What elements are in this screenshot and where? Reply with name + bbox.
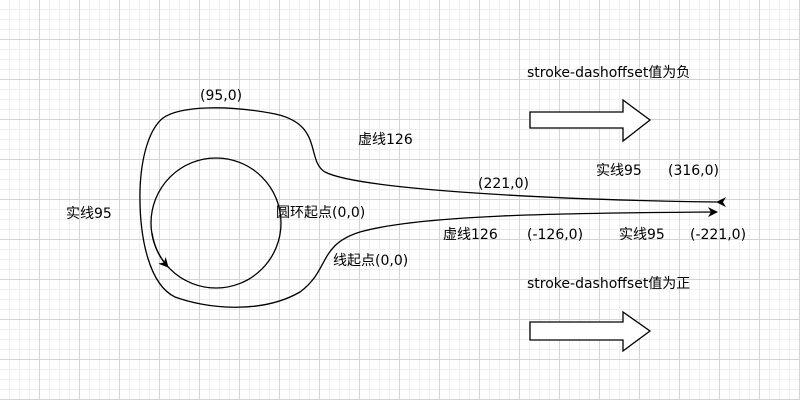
outer-loop-lower-path [139, 189, 718, 308]
positive-offset-caption: stroke-dashoffset值为正 [527, 276, 691, 292]
lower-dashed-label: 虚线126 [443, 227, 498, 243]
positive-direction-hollow-arrow [529, 310, 652, 353]
upper-right-solid-label: 实线95 [596, 163, 642, 179]
left-solid-label: 实线95 [66, 206, 112, 222]
negative-direction-hollow-arrow [529, 98, 652, 143]
lower-right-solid-label: 实线95 [619, 227, 665, 243]
upper-dashed-label: 虚线126 [358, 132, 413, 148]
lower-end-coordinate-label: (-221,0) [690, 227, 747, 243]
ring-start-label: 圆环起点(0,0) [276, 205, 366, 221]
lower-mid-coordinate-label: (-126,0) [527, 227, 584, 243]
top-coordinate-label: (95,0) [200, 88, 243, 104]
outer-loop-upper-path [139, 107, 727, 208]
upper-mid-coordinate-label: (221,0) [478, 176, 530, 192]
line-start-label: 线起点(0,0) [333, 253, 409, 269]
ring-direction-arrow [151, 232, 169, 268]
negative-offset-caption: stroke-dashoffset值为负 [527, 65, 691, 81]
inner-ring-circle [150, 157, 282, 289]
upper-end-coordinate-label: (316,0) [668, 163, 720, 179]
